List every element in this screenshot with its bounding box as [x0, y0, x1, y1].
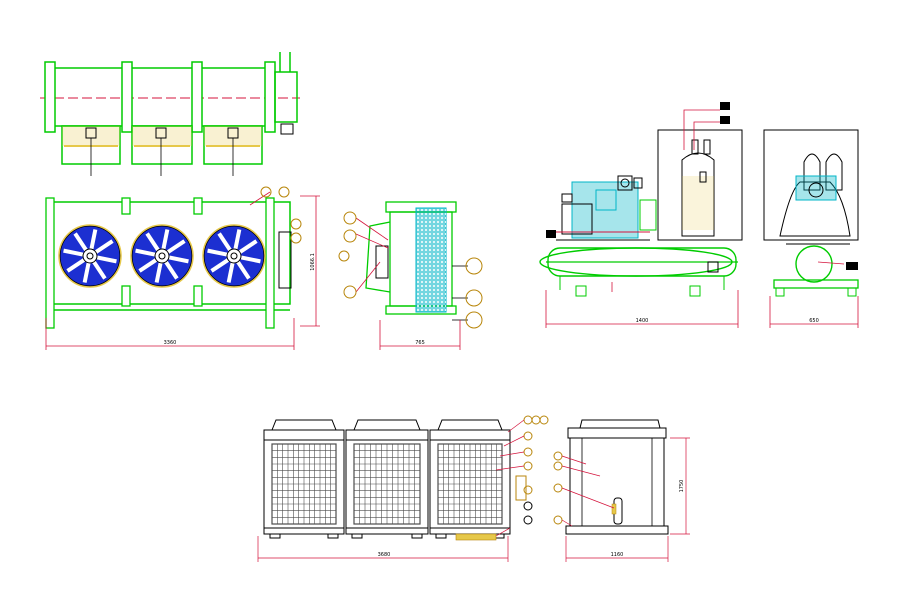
cabinet-module: [263, 419, 345, 539]
condenser-side-view: 765: [338, 201, 483, 350]
fan-row: [58, 224, 266, 288]
dimension-label: 765: [415, 340, 425, 346]
callout-balloon-icon: [523, 461, 533, 471]
compressor-unit-front-view: 1400: [539, 102, 743, 328]
callout-balloon-icon: [343, 211, 357, 225]
cabinet-front-view: 3680: [257, 415, 549, 562]
callout-balloon-icon: [523, 431, 533, 441]
dimension-label: 1750: [679, 480, 685, 493]
dimension-label: 3680: [378, 552, 391, 558]
callout-balloon-icon: [290, 218, 302, 230]
condenser-top-view: [40, 52, 300, 176]
fan-icon: [202, 224, 266, 288]
dimension-label: 650: [809, 318, 819, 324]
callout-balloon-icon: [539, 415, 549, 425]
callout-balloon-icon: [465, 257, 483, 275]
callout-balloon-icon: [523, 415, 533, 425]
callout-balloon-icon: [553, 515, 563, 525]
cabinet-module: [429, 419, 511, 539]
callout-balloon-icon: [278, 186, 290, 198]
callout-balloon-icon: [523, 501, 533, 511]
callout-balloon-icon: [465, 289, 483, 307]
dimension-label: 3360: [164, 340, 177, 346]
callout-balloon-icon: [338, 250, 350, 262]
callout-balloon-icon: [290, 232, 302, 244]
callout-balloon-icon: [531, 415, 541, 425]
callout-balloon-icon: [553, 461, 563, 471]
callout-balloon-icon: [553, 451, 563, 461]
dimension-label: 1066.1: [310, 253, 316, 271]
fan-icon: [58, 224, 122, 288]
callout-balloon-icon: [465, 311, 483, 329]
callout-balloon-icon: [343, 285, 357, 299]
callout-balloon-icon: [523, 515, 533, 525]
dimension-label: 1400: [636, 318, 649, 324]
cabinet-module: [345, 419, 429, 539]
callout-balloon-icon: [343, 229, 357, 243]
callout-balloon-icon: [260, 186, 272, 198]
callout-balloon-icon: [523, 485, 533, 495]
condenser-front-view: 3360 1066.1: [45, 186, 320, 350]
fan-icon: [130, 224, 194, 288]
compressor-unit-side-view: 650: [763, 129, 859, 328]
cabinet-side-view: 1750 1160: [553, 419, 690, 562]
callout-balloon-icon: [523, 447, 533, 457]
dimension-label: 1160: [611, 552, 624, 558]
callout-balloon-icon: [553, 483, 563, 493]
